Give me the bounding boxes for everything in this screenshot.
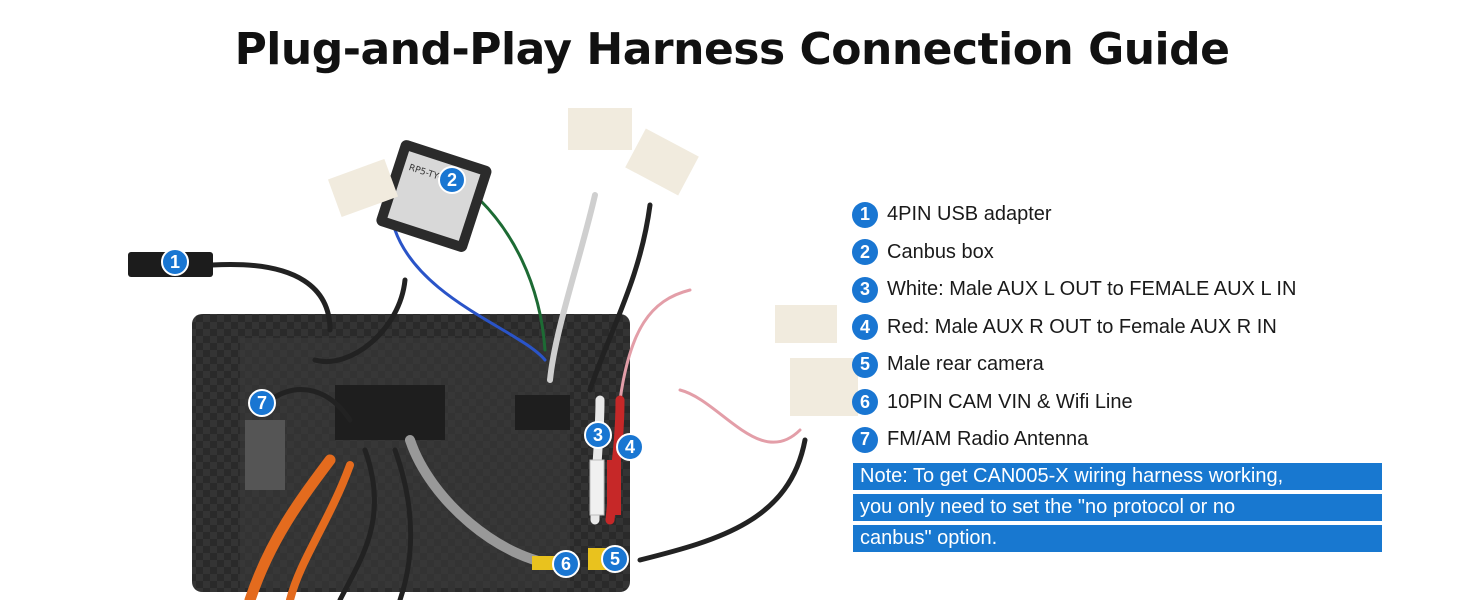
note-line: you only need to set the "no protocol or… — [853, 494, 1382, 521]
rca-red-plug — [607, 460, 621, 515]
harness-product-photo: RP5-TY-102 1 2 3 4 5 6 7 — [128, 108, 858, 600]
badge-2: 2 — [438, 166, 466, 194]
connector — [568, 108, 632, 150]
legend-label: Male rear camera — [887, 353, 1044, 376]
legend-number-badge: 2 — [852, 239, 878, 266]
legend-item: 7 FM/AM Radio Antenna — [852, 421, 1392, 459]
legend-number-badge: 6 — [852, 389, 878, 416]
badge-7: 7 — [248, 389, 276, 417]
svg-text:1: 1 — [170, 252, 180, 272]
svg-text:4: 4 — [625, 437, 635, 457]
badge-6: 6 — [552, 550, 580, 578]
legend-label: White: Male AUX L OUT to FEMALE AUX L IN — [887, 278, 1297, 301]
legend-label: FM/AM Radio Antenna — [887, 428, 1089, 451]
legend-label: 10PIN CAM VIN & Wifi Line — [887, 390, 1133, 413]
note-box: Note: To get CAN005-X wiring harness wor… — [853, 463, 1382, 556]
legend-label: Red: Male AUX R OUT to Female AUX R IN — [887, 315, 1277, 338]
legend-item: 6 10PIN CAM VIN & Wifi Line — [852, 384, 1392, 422]
note-line: Note: To get CAN005-X wiring harness wor… — [853, 463, 1382, 490]
connector — [327, 158, 399, 218]
svg-text:7: 7 — [257, 393, 267, 413]
connector — [625, 128, 699, 196]
legend-item: 5 Male rear camera — [852, 346, 1392, 384]
svg-text:6: 6 — [561, 554, 571, 574]
badge-4: 4 — [616, 433, 644, 461]
legend-label: Canbus box — [887, 240, 994, 263]
legend-item: 1 4PIN USB adapter — [852, 196, 1392, 234]
badge-5: 5 — [601, 545, 629, 573]
connector — [775, 305, 837, 343]
svg-text:3: 3 — [593, 425, 603, 445]
svg-text:5: 5 — [610, 549, 620, 569]
badge-3: 3 — [584, 421, 612, 449]
legend-item: 4 Red: Male AUX R OUT to Female AUX R IN — [852, 309, 1392, 347]
connector — [790, 358, 858, 416]
legend-number-badge: 7 — [852, 426, 878, 453]
legend: 1 4PIN USB adapter 2 Canbus box 3 White:… — [852, 196, 1392, 459]
legend-number-badge: 5 — [852, 351, 878, 378]
legend-item: 2 Canbus box — [852, 234, 1392, 272]
legend-label: 4PIN USB adapter — [887, 203, 1052, 226]
note-line: canbus" option. — [853, 525, 1382, 552]
svg-text:2: 2 — [447, 170, 457, 190]
legend-number-badge: 4 — [852, 314, 878, 341]
legend-number-badge: 3 — [852, 276, 878, 303]
legend-item: 3 White: Male AUX L OUT to FEMALE AUX L … — [852, 271, 1392, 309]
badge-1: 1 — [161, 248, 189, 276]
legend-number-badge: 1 — [852, 201, 878, 228]
page-title: Plug-and-Play Harness Connection Guide — [234, 24, 1230, 75]
rca-white-plug — [589, 459, 605, 516]
